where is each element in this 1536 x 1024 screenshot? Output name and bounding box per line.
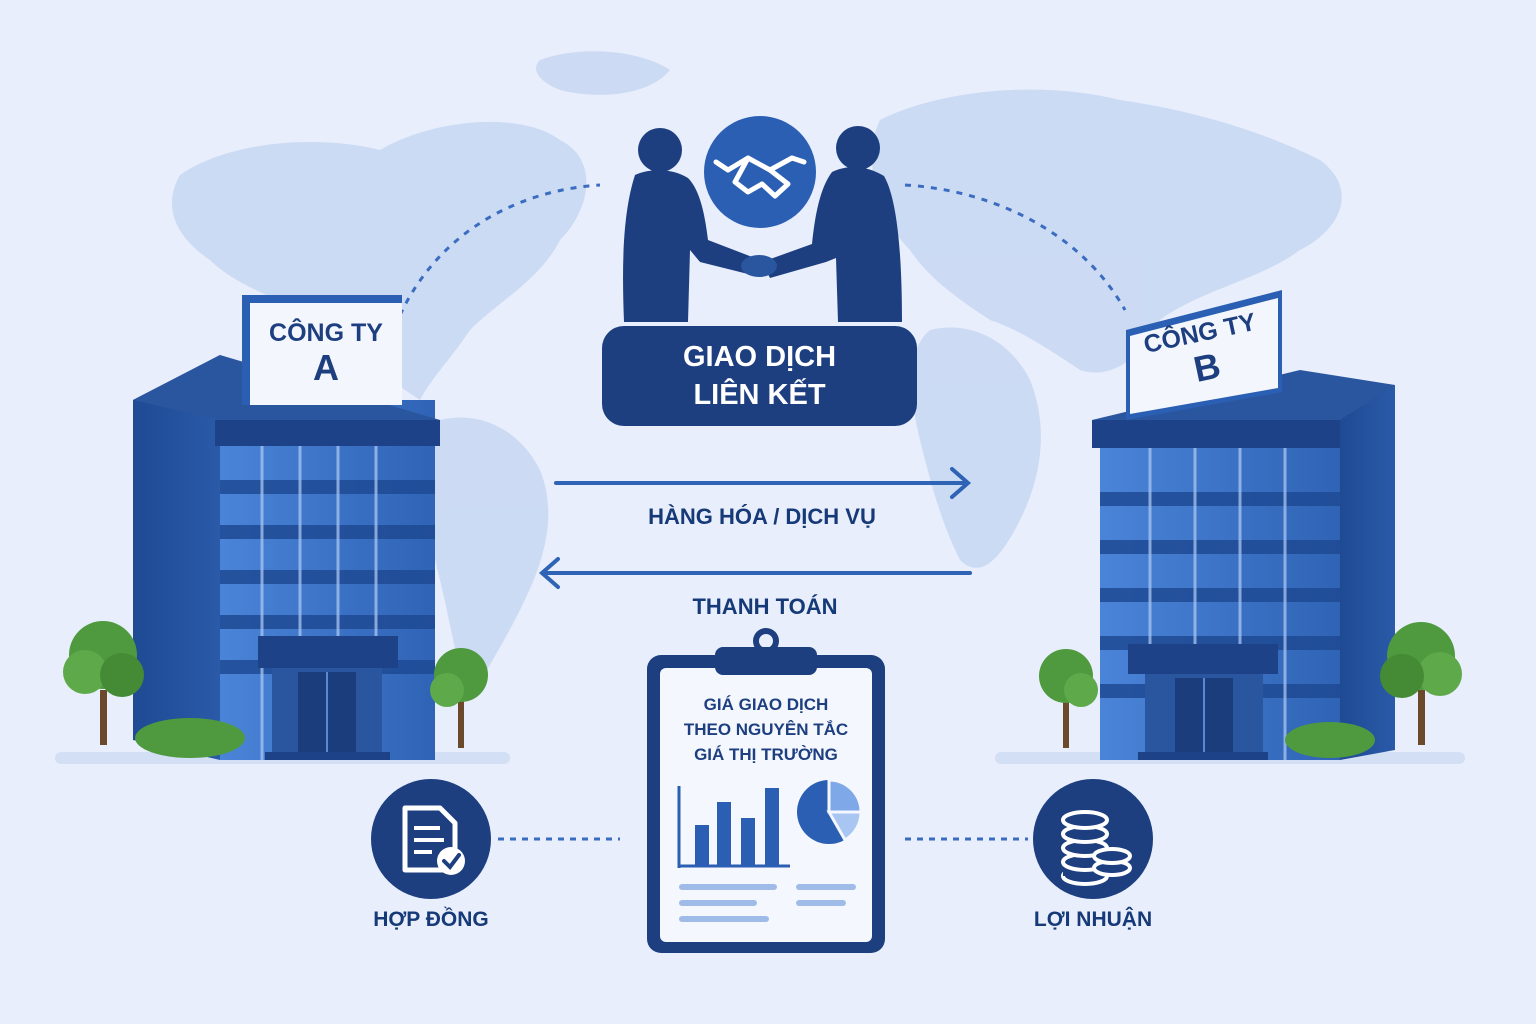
trees — [63, 621, 1462, 758]
payment-arrow — [538, 557, 972, 589]
pie-chart-icon — [797, 778, 863, 844]
goods-label: HÀNG HÓA / DỊCH VỤ — [648, 504, 876, 529]
profit-label: LỢI NHUẬN — [1033, 908, 1153, 931]
report-line2: THEO NGUYÊN TẮC — [683, 720, 849, 739]
deal-line1: GIAO DỊCH — [682, 341, 837, 373]
building-b — [1092, 290, 1395, 760]
deal-banner: GIAO DỊCH LIÊN KẾT — [602, 338, 917, 414]
dashed-arc-right — [904, 183, 1127, 311]
payment-label: THANH TOÁN — [692, 594, 838, 619]
report-line3: GIÁ THỊ TRƯỜNG — [694, 745, 838, 764]
businessmen-silhouettes — [623, 126, 902, 322]
report-title: GIÁ GIAO DỊCH THEO NGUYÊN TẮC GIÁ THỊ TR… — [660, 692, 872, 767]
report-line1: GIÁ GIAO DỊCH — [703, 695, 829, 714]
building-a — [133, 295, 440, 760]
deal-line2: LIÊN KẾT — [693, 379, 826, 411]
company-a-line1: CÔNG TY — [269, 319, 383, 347]
contract-label: HỢP ĐỒNG — [373, 908, 489, 931]
bar-chart-icon — [677, 786, 790, 868]
goods-arrow — [554, 467, 972, 499]
handshake-icon — [704, 116, 816, 228]
company-a-line2: A — [313, 347, 339, 388]
contract-check-icon — [371, 779, 491, 899]
coin-stack-icon — [1033, 779, 1153, 899]
deal-banner-bg — [602, 326, 917, 426]
world-map — [171, 51, 1342, 700]
company-a-sign: CÔNG TY A — [250, 318, 402, 388]
report-text-lines — [679, 884, 856, 922]
